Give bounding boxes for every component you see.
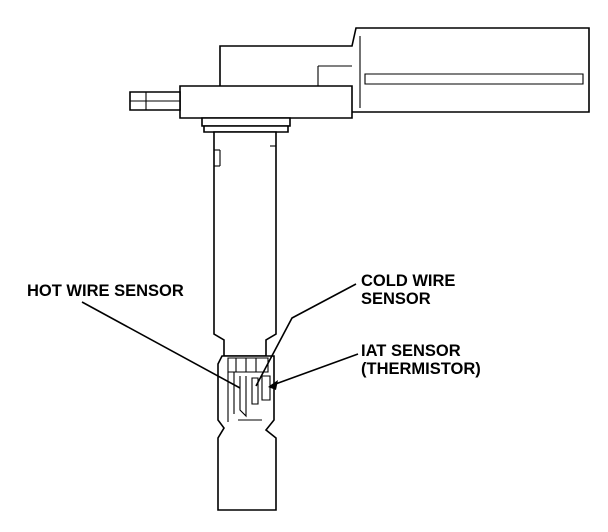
leader-lines xyxy=(81,283,359,390)
iat-arrowhead xyxy=(268,380,278,390)
mounting-flange xyxy=(129,85,353,133)
cold-wire-leader xyxy=(255,283,357,387)
iat-leader xyxy=(269,353,359,387)
sensing-housing xyxy=(217,355,277,511)
iat-sensor-label-line2: (THERMISTOR) xyxy=(361,360,481,378)
cold-wire-sensor-label-line1: COLD WIRE xyxy=(361,272,455,290)
probe-stem xyxy=(213,131,277,357)
cold-wire-sensor-label-line2: SENSOR xyxy=(361,290,431,308)
hot-wire-sensor-label: HOT WIRE SENSOR xyxy=(27,282,184,300)
iat-sensor-label-line1: IAT SENSOR xyxy=(361,342,461,360)
hot-wire-leader xyxy=(81,301,241,389)
